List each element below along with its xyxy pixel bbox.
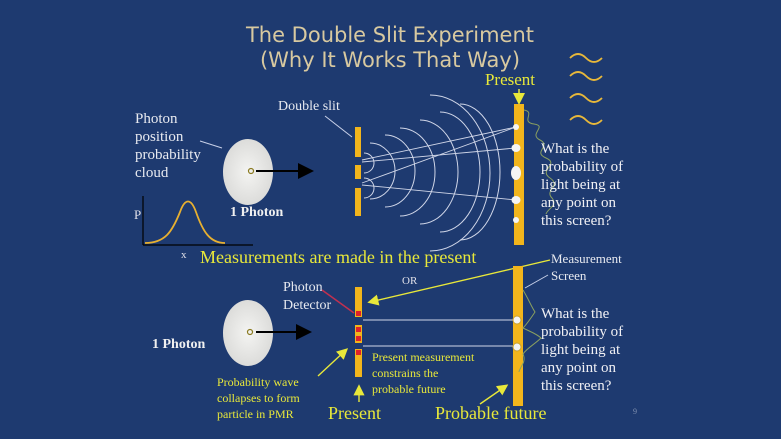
particle-hit — [512, 315, 522, 325]
present-label-bottom: Present — [328, 403, 381, 423]
title-line-1: The Double Slit Experiment — [245, 23, 534, 47]
svg-text:this screen?: this screen? — [541, 378, 612, 394]
svg-text:constrains the: constrains the — [372, 366, 438, 380]
svg-text:Screen: Screen — [551, 268, 587, 283]
photon-dot — [247, 167, 255, 175]
photon-label-bottom: 1 Photon — [152, 337, 206, 352]
double-slit-label: Double slit — [278, 99, 340, 114]
svg-text:cloud: cloud — [135, 165, 169, 181]
detector-label: Photon Detector — [283, 280, 332, 313]
svg-text:collapses to form: collapses to form — [217, 391, 300, 405]
svg-text:position: position — [135, 129, 184, 145]
svg-text:light being at: light being at — [541, 342, 621, 358]
interference-dots — [511, 124, 521, 223]
svg-text:Photon: Photon — [283, 280, 323, 295]
probability-curve-bottom — [518, 289, 542, 373]
probability-graph: P x — [134, 196, 253, 261]
svg-text:any point on: any point on — [541, 195, 616, 211]
probability-cloud — [223, 139, 273, 205]
wave-squiggles-icon — [569, 53, 603, 125]
probability-curve-top — [523, 109, 555, 215]
detector-icon — [356, 311, 361, 316]
measurement-screen-bottom — [513, 266, 523, 406]
svg-text:Measurement: Measurement — [551, 251, 622, 266]
svg-text:Probability wave: Probability wave — [217, 375, 299, 389]
or-label: OR — [402, 275, 418, 287]
svg-text:What is the: What is the — [541, 306, 610, 322]
measurements-label: Measurements are made in the present — [200, 247, 476, 267]
particle-paths — [363, 319, 514, 347]
photon-label-top: 1 Photon — [230, 205, 284, 220]
screen-label: Measurement Screen — [551, 251, 622, 283]
svg-text:x: x — [181, 249, 187, 261]
svg-text:light being at: light being at — [541, 177, 621, 193]
cloud-label: Photon position probability cloud — [135, 111, 201, 181]
wave-arcs — [363, 94, 501, 252]
collapse-arrow — [317, 348, 349, 377]
double-slit-bottom — [355, 287, 362, 377]
particle-hit — [512, 342, 522, 352]
svg-text:Photon: Photon — [135, 111, 178, 127]
screen-pointer — [524, 274, 549, 289]
cloud-pointer — [199, 140, 223, 149]
title-line-2: (Why It Works That Way) — [260, 48, 520, 72]
svg-text:Detector: Detector — [283, 298, 332, 313]
svg-text:probability of: probability of — [541, 324, 623, 340]
ray-lines — [361, 126, 517, 201]
svg-text:Present measurement: Present measurement — [372, 350, 475, 364]
probable-future-label: Probable future — [435, 403, 546, 423]
collapse-label: Probability wave collapses to form parti… — [217, 375, 300, 421]
page-number: 9 — [633, 407, 637, 416]
svg-text:any point on: any point on — [541, 360, 616, 376]
detector-pointer — [321, 289, 355, 314]
present-label-top: Present — [485, 70, 535, 89]
svg-text:P: P — [134, 207, 141, 222]
question-bottom: What is the probability of light being a… — [541, 306, 623, 394]
svg-text:probable future: probable future — [372, 382, 446, 396]
svg-text:What is the: What is the — [541, 141, 610, 157]
future-arrow — [479, 384, 509, 405]
photon-dot-bottom — [246, 328, 254, 336]
svg-text:this screen?: this screen? — [541, 213, 612, 229]
slit-pointer — [324, 115, 353, 138]
svg-text:particle in PMR: particle in PMR — [217, 407, 294, 421]
double-slit-top — [355, 127, 361, 216]
constraint-label: Present measurement constrains the proba… — [372, 350, 475, 396]
svg-text:probability of: probability of — [541, 159, 623, 175]
svg-text:probability: probability — [135, 147, 201, 163]
question-top: What is the probability of light being a… — [541, 141, 623, 229]
